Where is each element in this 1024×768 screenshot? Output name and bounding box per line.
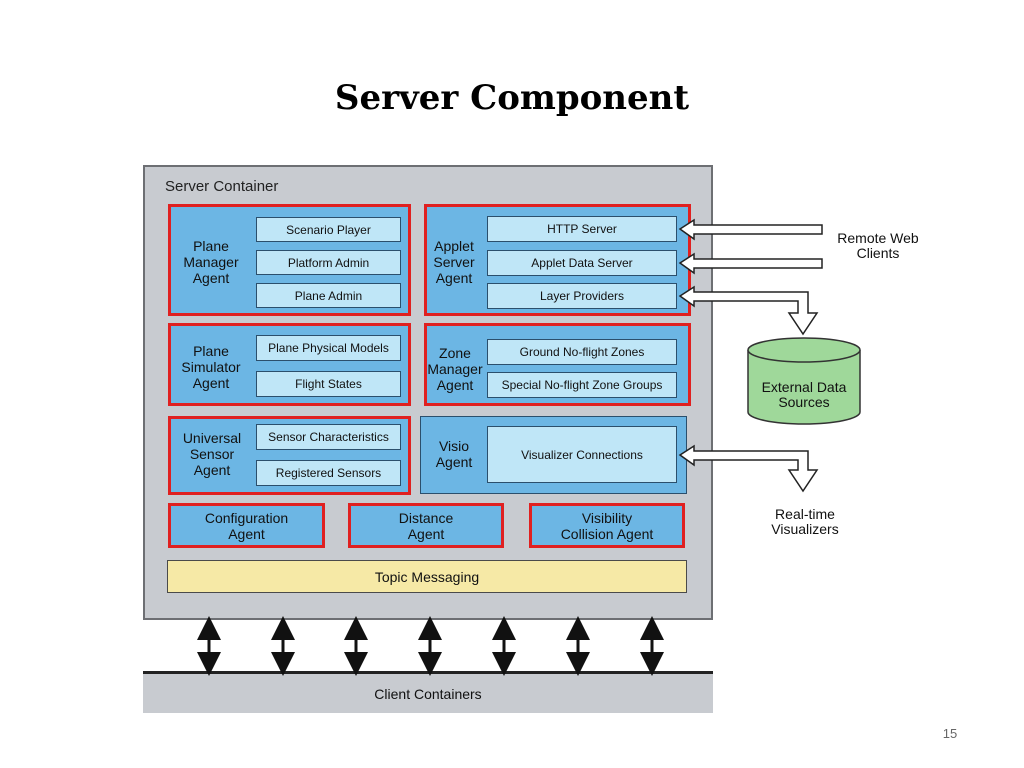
external-data-sources-label: External Data Sources [761,379,847,410]
sensor-characteristics: Sensor Characteristics [256,424,401,450]
flight-states: Flight States [256,371,401,397]
double-arrow-group [197,616,664,676]
http-server: HTTP Server [487,216,677,242]
database-icon [747,337,861,425]
applet-server-agent-label: Applet Server Agent [433,238,475,286]
page-number: 15 [942,726,958,741]
distance-agent: Distance Agent [348,503,504,548]
configuration-agent: Configuration Agent [168,503,325,548]
topic-messaging-bar: Topic Messaging [167,560,687,593]
special-no-flight-zone-groups: Special No-flight Zone Groups [487,372,677,398]
universal-sensor-agent-label: Universal Sensor Agent [182,430,242,478]
scenario-player: Scenario Player [256,217,401,242]
hollow-bent-arrow-icon [678,444,819,493]
slide-title: Server Component [334,78,690,118]
zone-manager-agent-label: Zone Manager Agent [427,345,483,393]
realtime-visualizers-label: Real-time Visualizers [771,506,839,537]
remote-web-clients-label: Remote Web Clients [837,230,919,261]
visibility-collision-agent: Visibility Collision Agent [529,503,685,548]
plane-simulator-agent-label: Plane Simulator Agent [181,343,241,391]
plane-manager-agent-label: Plane Manager Agent [183,238,239,286]
hollow-arrow-icon [678,252,823,275]
registered-sensors: Registered Sensors [256,460,401,486]
applet-data-server: Applet Data Server [487,250,677,276]
plane-admin: Plane Admin [256,283,401,308]
visualizer-connections: Visualizer Connections [487,426,677,483]
hollow-bent-arrow-icon [678,285,819,336]
server-container-label: Server Container [165,178,279,195]
hollow-arrow-icon [678,218,823,241]
layer-providers: Layer Providers [487,283,677,309]
client-containers-bar: Client Containers [143,674,713,713]
plane-physical-models: Plane Physical Models [256,335,401,361]
ground-no-flight-zones: Ground No-flight Zones [487,339,677,365]
remote-web-arrows [678,218,823,493]
visio-agent-label: Visio Agent [435,438,473,470]
platform-admin: Platform Admin [256,250,401,275]
